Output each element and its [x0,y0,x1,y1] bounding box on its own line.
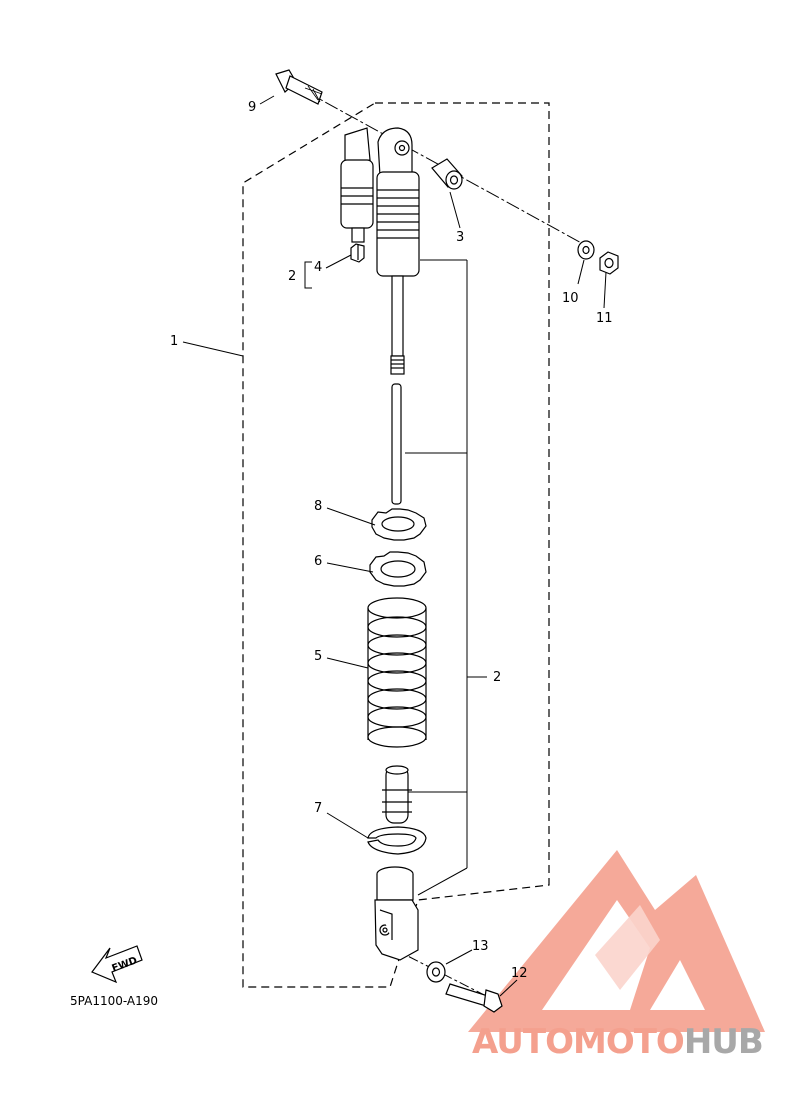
shock-body-upper [340,127,420,375]
label-part-9: 9 [248,100,256,115]
label-part-13: 13 [472,939,489,954]
label-part-2: 2 [493,670,501,685]
nut-11 [599,251,619,275]
bolt-9 [275,69,323,105]
watermark-auto: AUTO [472,1022,573,1062]
fwd-arrow-icon: FWD [91,945,143,984]
part-2-bracket [398,259,487,896]
label-part-2-bracketed: 2 [288,269,296,284]
label-part-7: 7 [314,801,322,816]
lower-clevis [374,866,419,961]
bump-stop [382,765,412,824]
ring-nut-6 [369,551,427,587]
watermark-text: AUTOMOTOHUB [472,1022,763,1062]
label-part-5: 5 [314,649,322,664]
diagram-code: 5PA1100-A190 [70,994,158,1008]
washer-13 [426,961,446,983]
label-part-8: 8 [314,499,322,514]
leader-lines [182,95,607,997]
spring-5 [367,597,427,748]
label-part-1: 1 [170,334,178,349]
label-part-6: 6 [314,554,322,569]
label-part-11: 11 [596,311,613,326]
watermark-logo [468,850,765,1032]
part-4-bracket [304,261,312,289]
bolt-axis-top [284,79,586,246]
part-4 [350,243,365,263]
washer-10 [577,240,595,260]
push-rod [391,383,402,505]
watermark-moto: MOTO [573,1022,684,1062]
bolt-12 [445,983,503,1013]
label-part-12: 12 [511,966,528,981]
ring-nut-8 [371,508,427,541]
watermark-hub: HUB [684,1022,763,1062]
collar-3 [431,158,463,190]
label-part-3: 3 [456,230,464,245]
label-part-10: 10 [562,291,579,306]
label-part-4: 4 [314,260,322,275]
spring-seat-7 [367,826,427,855]
